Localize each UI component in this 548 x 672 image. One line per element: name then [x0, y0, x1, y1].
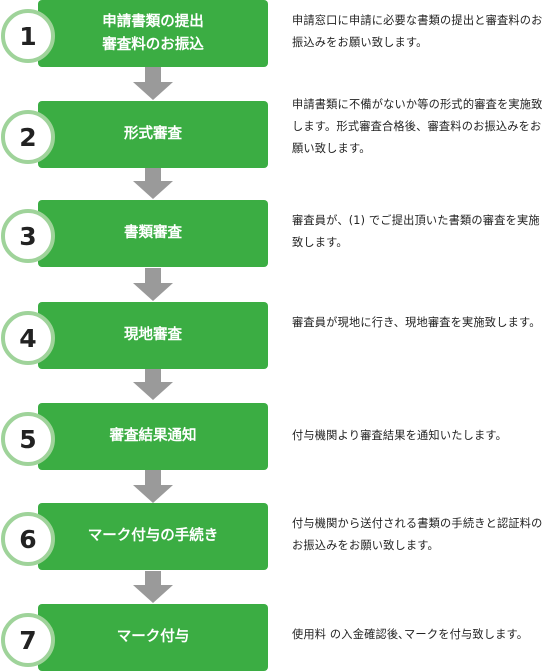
- step-number-badge: 5: [1, 412, 55, 466]
- down-arrow-icon: [133, 369, 173, 400]
- down-arrow-icon: [133, 67, 173, 100]
- down-arrow-icon: [133, 268, 173, 301]
- step-title: マーク付与の手続き: [38, 503, 268, 570]
- step-number-badge: 1: [1, 9, 55, 63]
- step-title: 審査結果通知: [38, 403, 268, 470]
- step-description: 審査員が現地に行き、現地審査を実施致します。: [292, 316, 541, 329]
- step-title: 形式審査: [38, 101, 268, 168]
- down-arrow-icon: [133, 470, 173, 503]
- down-arrow-icon: [133, 168, 173, 199]
- step-description: 付与機関より審査結果を通知いたします。: [292, 429, 508, 442]
- down-arrow-icon: [133, 571, 173, 603]
- step-description: 使用料 の入金確認後､マークを付与致します。: [292, 628, 529, 641]
- step-title: 現地審査: [38, 302, 268, 369]
- step-number-badge: 3: [1, 209, 55, 263]
- step-number-badge: 4: [1, 311, 55, 365]
- step-description: 申請書類に不備がないか等の形式的審査を実施致します。形式審査合格後、審査料のお振…: [292, 98, 543, 155]
- step-number-badge: 2: [1, 110, 55, 164]
- step-number-badge: 6: [1, 512, 55, 566]
- step-title: 申請書類の提出 審査料のお振込: [38, 0, 268, 67]
- step-description: 申請窓口に申請に必要な書類の提出と審査料のお振込みをお願い致します。: [292, 14, 543, 49]
- step-number-badge: 7: [1, 613, 55, 667]
- step-description: 付与機関から送付される書類の手続きと認証料のお振込みをお願い致します。: [292, 517, 543, 552]
- step-title: 書類審査: [38, 200, 268, 267]
- step-description: 審査員が、(1) でご提出頂いた書類の審査を実施致します。: [292, 214, 540, 249]
- step-title: マーク付与: [38, 604, 268, 671]
